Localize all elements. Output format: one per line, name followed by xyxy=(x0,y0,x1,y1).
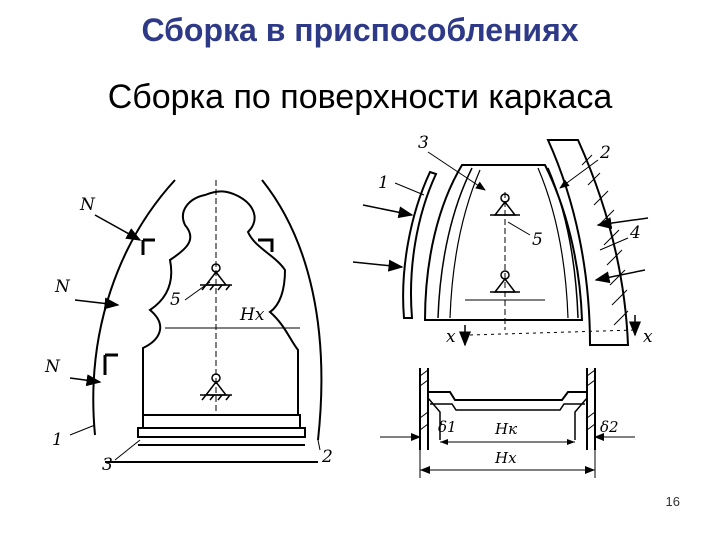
left-label-skin-1: 1 xyxy=(52,430,63,450)
left-label-frame-3: 3 xyxy=(102,455,113,475)
frame-contour xyxy=(142,190,299,415)
gap-right-label: δ2 xyxy=(600,418,619,436)
right-axis-x-left: x xyxy=(446,327,456,347)
right-label-clamp-4: 4 xyxy=(629,223,641,243)
left-force-label-top: N xyxy=(79,195,96,215)
base-lower xyxy=(137,427,306,438)
right-label-skin-1: 1 xyxy=(378,173,389,193)
left-skin-arc xyxy=(92,179,176,436)
right-label-clamp-5: 5 xyxy=(532,230,543,250)
frame-base xyxy=(142,414,301,429)
height-x-label: Hx xyxy=(494,449,517,467)
left-force-label-low: N xyxy=(44,357,61,377)
height-k-label: Hк xyxy=(494,420,517,438)
support-lower xyxy=(200,373,232,401)
section-top-plate xyxy=(428,391,587,401)
right-figure xyxy=(352,139,649,478)
right-frame-3 xyxy=(423,164,584,321)
gap-left-label: δ1 xyxy=(438,418,457,436)
slide-title: Сборка в приспособлениях xyxy=(141,12,579,48)
right-label-frame-3: 3 xyxy=(418,133,429,153)
right-axis-x-right: x xyxy=(643,327,653,347)
right-label-skin-2: 2 xyxy=(599,143,611,163)
left-label-height: Hx xyxy=(239,305,265,325)
right-skin-2 xyxy=(546,139,630,346)
left-force-label-mid: N xyxy=(54,277,71,297)
left-label-clamp-5: 5 xyxy=(170,290,181,310)
left-label-skin-2: 2 xyxy=(321,447,333,467)
support-upper xyxy=(200,263,232,291)
right-skin-arc xyxy=(261,179,323,441)
right-skin-1 xyxy=(402,170,438,319)
slide-subtitle: Сборка по поверхности каркаса xyxy=(107,78,613,116)
left-figure xyxy=(69,179,323,463)
page-number: 16 xyxy=(665,494,680,509)
